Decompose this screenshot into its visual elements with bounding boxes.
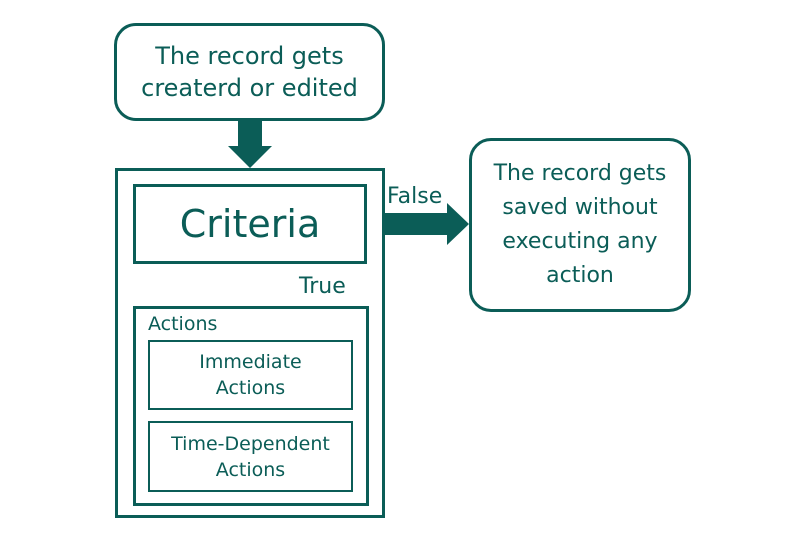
false-result-node: The record gets saved without executing … — [469, 138, 691, 312]
start-node-text: The record gets createrd or edited — [141, 42, 358, 102]
false-result-text: The record gets saved without executing … — [493, 161, 667, 288]
immediate-actions-node: Immediate Actions — [148, 340, 353, 410]
arrow-criteria-to-false — [385, 203, 469, 245]
actions-group-label: Actions — [148, 313, 218, 335]
arrow-start-to-criteria — [228, 121, 272, 168]
immediate-actions-text: Immediate Actions — [199, 351, 302, 399]
start-node: The record gets createrd or edited — [114, 23, 385, 121]
criteria-node-text: Criteria — [179, 202, 321, 246]
true-edge-label: True — [299, 274, 346, 299]
time-dependent-actions-text: Time-Dependent Actions — [171, 432, 330, 481]
criteria-node: Criteria — [133, 184, 367, 264]
time-dependent-actions-node: Time-Dependent Actions — [148, 421, 353, 492]
false-edge-label: False — [387, 184, 443, 209]
